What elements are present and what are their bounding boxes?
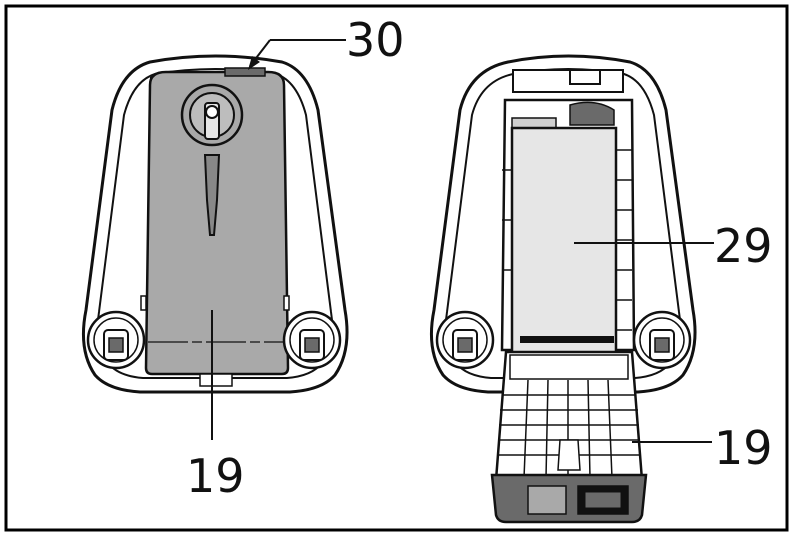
callout-29: 29 bbox=[714, 219, 773, 273]
right-lid-hinge-strip bbox=[509, 354, 629, 380]
right-lid-grid bbox=[497, 379, 641, 479]
right-lid-catch-a bbox=[527, 485, 567, 515]
left-bottom-latch bbox=[199, 373, 233, 387]
left-cover-panel bbox=[144, 70, 290, 376]
right-motor-hint bbox=[569, 101, 615, 126]
left-handle-slot bbox=[203, 154, 221, 236]
left-front-catch bbox=[224, 67, 266, 77]
right-hinge-block bbox=[512, 69, 624, 93]
left-wheel-2 bbox=[282, 310, 342, 370]
right-lid-center-clip bbox=[557, 439, 581, 471]
left-wheel-1 bbox=[86, 310, 146, 370]
right-wheel-1 bbox=[435, 310, 495, 370]
callout-30: 30 bbox=[346, 13, 405, 67]
left-inlet-hinge bbox=[205, 105, 219, 119]
right-wheel-2 bbox=[632, 310, 692, 370]
right-dust-bag bbox=[510, 126, 618, 355]
right-unit bbox=[429, 54, 697, 524]
left-side-tab-b bbox=[283, 295, 290, 311]
left-unit bbox=[81, 54, 349, 394]
arrowhead-30 bbox=[248, 56, 260, 70]
leader-lines bbox=[211, 39, 714, 443]
right-lid-catch-inset bbox=[584, 491, 622, 509]
left-side-tab-a bbox=[140, 295, 147, 311]
right-bag-stripe bbox=[520, 336, 614, 343]
right-hinge-notch bbox=[569, 69, 601, 85]
callout-19-right: 19 bbox=[714, 421, 773, 475]
right-ribs bbox=[502, 149, 632, 331]
callout-19-left: 19 bbox=[186, 449, 245, 503]
